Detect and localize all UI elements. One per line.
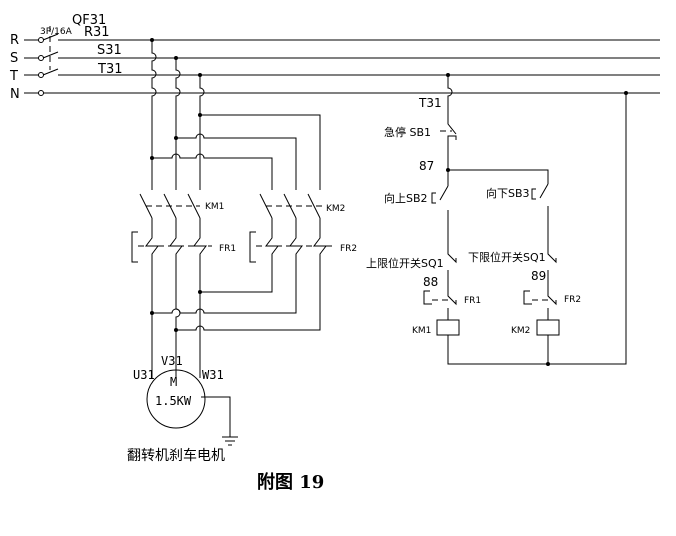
km1-coil-label: KM1 [412, 326, 431, 336]
sb2-actuator [431, 192, 436, 204]
down-button-label: 向下SB3 [486, 186, 530, 200]
up-button-label: 向上SB2 [384, 191, 428, 205]
figure-caption: 附图 19 [257, 471, 324, 493]
km1-coil [436, 319, 460, 336]
phase-label-s: S [10, 51, 18, 66]
fr2-aux-label: FR2 [564, 295, 581, 305]
sb2-contact [439, 185, 449, 248]
control-supply-wire [447, 75, 453, 118]
km2-coil [536, 319, 560, 336]
km2-feed-1 [200, 114, 321, 190]
fr1-element-2 [169, 218, 183, 262]
line-label-r31: R31 [84, 25, 110, 40]
phase-label-n: N [10, 87, 20, 102]
fr1-main-label: FR1 [219, 244, 236, 254]
km2-out-3 [176, 262, 321, 331]
km2-feed-3 [152, 153, 273, 190]
control-circuit: T31 急停 SB1 87 向上SB2 向下SB3 上限位开关SQ1 下限位开关… [366, 73, 628, 366]
km2-out-1 [200, 262, 273, 293]
drop-t [199, 75, 205, 190]
terminal-t [38, 72, 44, 78]
km2-coil-label: KM2 [511, 326, 530, 336]
fr1-aux-contact [447, 292, 457, 320]
line-label-t31: T31 [97, 62, 122, 77]
fr2-element-3 [313, 218, 327, 262]
fr1-bracket [131, 231, 138, 263]
lower-limit-contact [547, 248, 557, 292]
node-87-label: 87 [419, 159, 434, 173]
junction-km2-2 [174, 136, 178, 140]
motor-power: 1.5KW [155, 394, 192, 408]
node-89-label: 89 [531, 269, 546, 283]
breaker-contact-t [42, 68, 59, 76]
km1-contact-3 [187, 193, 201, 219]
junction-return [546, 362, 550, 366]
fr1-aux-label: FR1 [464, 296, 481, 306]
km2-feed-2 [176, 133, 297, 190]
junction-out-3 [174, 328, 178, 332]
upper-limit-contact [447, 248, 457, 292]
terminal-s [38, 55, 44, 61]
main-circuit: KM1 KM2 FR1 FR2 [131, 38, 357, 378]
km2-main-label: KM2 [326, 204, 345, 214]
fr2-main-label: FR2 [340, 244, 357, 254]
junction-neutral [624, 91, 628, 95]
sb3-actuator [531, 188, 536, 200]
km1-main-label: KM1 [205, 202, 224, 212]
motor-terminal-u: U31 [133, 368, 155, 382]
ground-wire [201, 396, 231, 437]
drop-r [151, 40, 157, 190]
line-label-s31: S31 [97, 43, 122, 58]
phase-label-r: R [10, 33, 19, 48]
fr1-aux-bracket [423, 290, 432, 305]
motor-circle [146, 369, 206, 429]
lower-limit-label: 下限位开关SQ1 [468, 250, 546, 264]
fr2-bracket [249, 231, 256, 263]
motor: M 1.5KW U31 V31 W31 翻转机刹车电机 [127, 354, 238, 464]
junction-km2-3 [150, 156, 154, 160]
km2-contact-3 [307, 193, 321, 219]
coil-return-wire [447, 93, 627, 365]
fr2-element-1 [265, 218, 279, 262]
fr2-aux-contact [547, 292, 557, 320]
drop-s [175, 58, 181, 190]
breaker-rating: 3P/16A [40, 27, 73, 37]
node-88-label: 88 [423, 275, 438, 289]
motor-name: 翻转机刹车电机 [127, 447, 225, 464]
terminal-r [38, 37, 44, 43]
fr2-aux-bracket [523, 290, 532, 305]
junction-out-2 [150, 311, 154, 315]
power-bus: R S T N 3P/16A QF31 R31 S31 T31 [9, 13, 660, 102]
motor-symbol: M [170, 375, 177, 389]
stop-button-label: 急停 SB1 [384, 125, 431, 139]
fr1-element-3 [193, 218, 207, 262]
motor-terminal-v: V31 [161, 354, 183, 368]
breaker-contact-s [42, 51, 59, 59]
fr2-element-2 [289, 218, 303, 262]
control-supply-label: T31 [418, 96, 442, 110]
km2-out-2 [152, 262, 297, 314]
upper-limit-label: 上限位开关SQ1 [366, 256, 444, 270]
junction-km2-1 [198, 113, 202, 117]
terminal-n [38, 90, 44, 96]
sb3-contact [539, 183, 549, 248]
wire-87-branch [448, 169, 549, 184]
junction-out-1 [198, 290, 202, 294]
phase-label-t: T [9, 69, 18, 84]
fr1-element-1 [145, 218, 159, 262]
breaker-label: QF31 [72, 13, 106, 28]
motor-terminal-w: W31 [202, 368, 224, 382]
